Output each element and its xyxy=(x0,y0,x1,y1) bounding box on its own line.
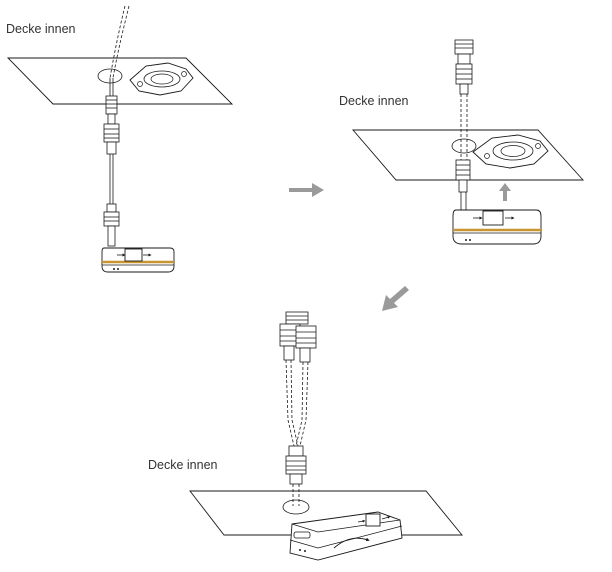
step3-cable-hole xyxy=(282,499,310,515)
step3-panel xyxy=(189,311,463,561)
step3-ceiling-label: Decke innen xyxy=(148,458,218,472)
step1-ceiling-label: Decke innen xyxy=(6,22,76,36)
step1-device xyxy=(101,247,175,273)
arrow-up-icon xyxy=(499,183,511,201)
arrow-down-left-icon xyxy=(382,286,409,311)
step3-top-connectors xyxy=(279,311,317,363)
step3-device xyxy=(289,511,403,561)
step2-mounting-plate xyxy=(472,134,549,169)
step2-device xyxy=(452,209,542,245)
rotate-arrow-icon xyxy=(333,537,370,549)
step2-top-connector xyxy=(454,39,474,95)
arrow-right-icon xyxy=(289,183,324,197)
step1-cable-above xyxy=(109,5,130,79)
step2-panel xyxy=(352,39,585,245)
step1-upper-connector xyxy=(103,78,120,155)
step1-mounting-plate xyxy=(129,62,194,96)
step1-ceiling-plane xyxy=(6,57,234,105)
step3-cable-through xyxy=(292,484,300,506)
step1-panel xyxy=(6,5,234,273)
step2-cable-dashed xyxy=(460,94,468,160)
step2-cable-hole xyxy=(451,138,477,154)
step3-lower-connector xyxy=(285,445,307,485)
step2-ceiling-label: Decke innen xyxy=(339,94,409,108)
step3-cables-dashed xyxy=(285,359,309,447)
step2-lower-connector xyxy=(455,159,471,210)
step1-cable-down xyxy=(103,154,120,247)
